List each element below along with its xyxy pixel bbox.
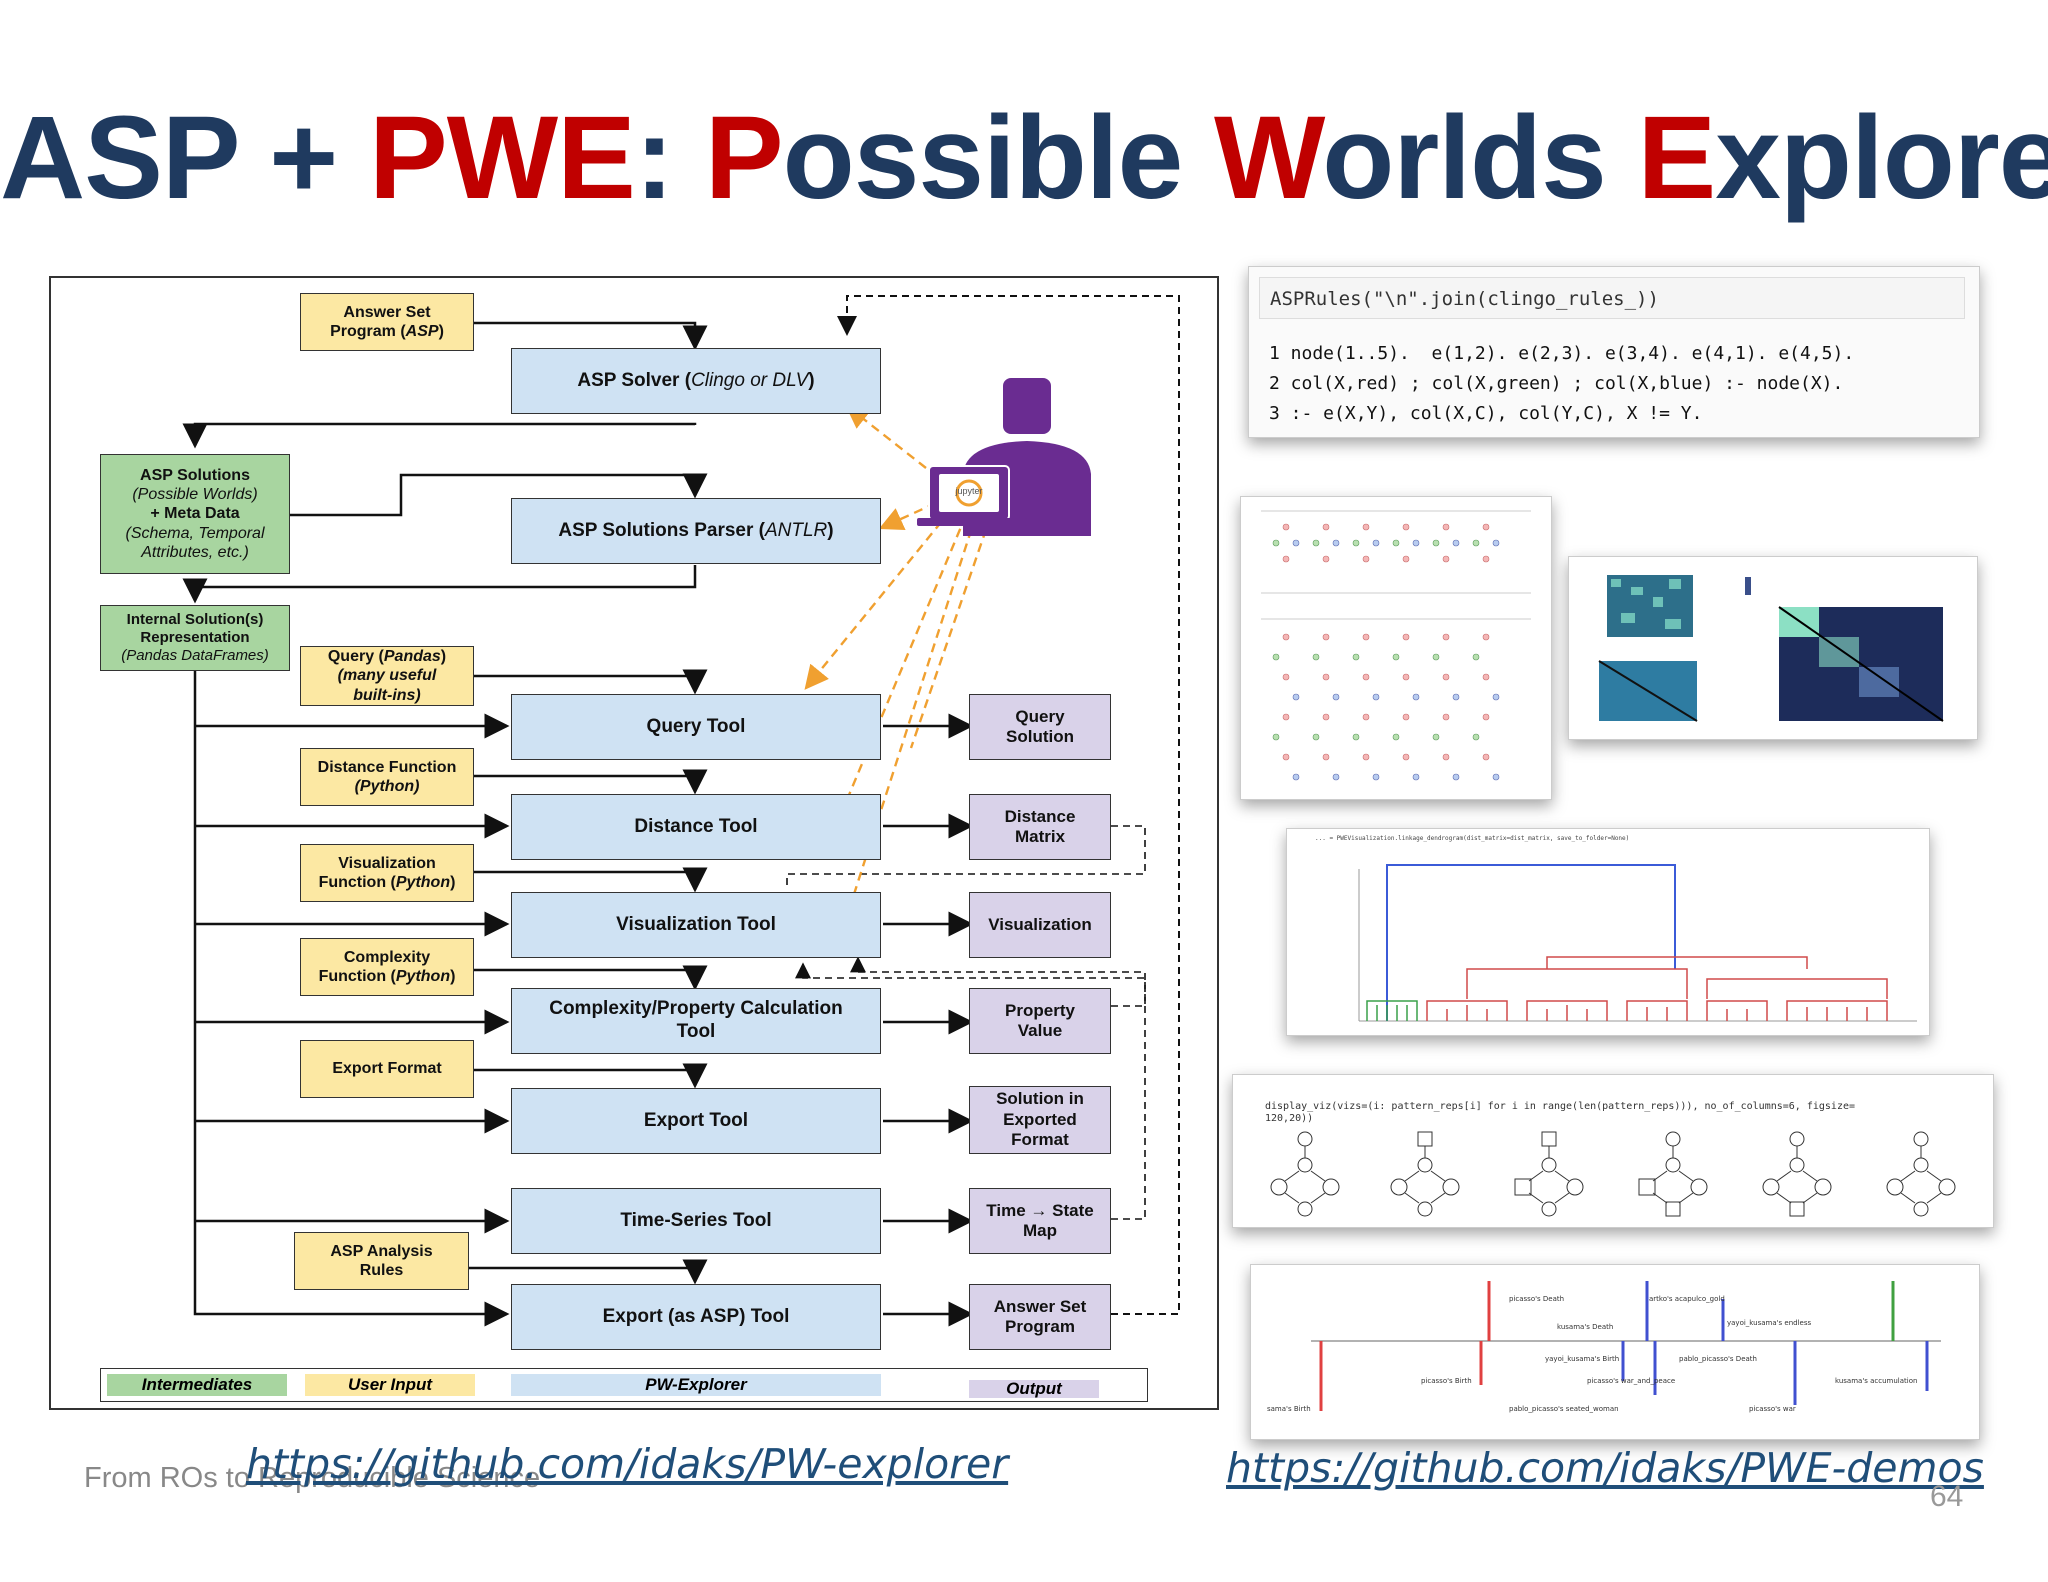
jupyter-logo: jupyter (955, 486, 983, 496)
code-cell-header: ASPRules("\n".join(clingo_rules_)) (1259, 277, 1965, 319)
tl-label-5: yayoi_kusama's Birth (1545, 1355, 1619, 1363)
asp-solutions-box: ASP Solutions(Possible Worlds)+ Meta Dat… (100, 454, 290, 574)
visualization-tool-box: Visualization Tool (511, 892, 881, 958)
asp-solver-box: ASP Solver (Clingo or DLV) (511, 348, 881, 414)
graph-grid-image (1261, 510, 1531, 781)
pwe-demos-link[interactable]: https://github.com/idaks/PWE-demos (1226, 1444, 1984, 1492)
tl-label-8: picasso's war_and_peace (1587, 1377, 1675, 1385)
tl-label-10: sama's Birth (1267, 1405, 1311, 1413)
dendrogram-image (1358, 864, 1917, 1022)
graph-code-line-2: 120,20)) (1265, 1113, 1314, 1124)
graph-patterns-screenshot: display_viz(vizs=(i: pattern_reps[i] for… (1232, 1074, 1994, 1228)
legend-intermediates: Intermediates (141, 1375, 253, 1394)
tl-label-6: pablo_picasso's Death (1679, 1355, 1757, 1363)
footer-text: From ROs to Reproducible Science (84, 1462, 541, 1494)
distance-function-box: Distance Function(Python) (300, 748, 474, 806)
diagram-connectors (182, 295, 1180, 1327)
legend-swatch-pw-explorer (511, 1374, 881, 1396)
asp-solutions-parser-box: ASP Solutions Parser (ANTLR) (511, 498, 881, 564)
slide-title: ASP + PWE: Possible Worlds Explorer (0, 92, 2048, 224)
dendrogram-code-text: ... = PWEVisualization.linkage_dendrogra… (1315, 835, 1630, 842)
tl-label-1: picasso's Death (1509, 1295, 1564, 1303)
legend-swatch-user-input (305, 1374, 475, 1396)
tl-label-3: kusama's Death (1557, 1323, 1613, 1331)
visualization-output-box: Visualization (969, 892, 1111, 958)
graph-patterns-image (1270, 1131, 1956, 1217)
distance-tool-box: Distance Tool (511, 794, 881, 860)
legend-pw-explorer: PW-Explorer (645, 1375, 747, 1394)
query-tool-box: Query Tool (511, 694, 881, 760)
tl-label-7: picasso's Birth (1421, 1377, 1472, 1385)
tl-label-2: artko's acapulco_gold (1649, 1295, 1725, 1303)
time-series-tool-box: Time-Series Tool (511, 1188, 881, 1254)
tl-label-12: picasso's war (1749, 1405, 1796, 1413)
user-icon (917, 378, 1091, 536)
code-line-3: 3 :- e(X,Y), col(X,C), col(Y,C), X != Y. (1269, 403, 1703, 424)
page-number: 64 (1930, 1480, 1964, 1513)
tl-label-4: yayoi_kusama's endless (1727, 1319, 1812, 1327)
code-cell-panel: ASPRules("\n".join(clingo_rules_)) 1 nod… (1248, 266, 1980, 438)
legend-swatch-output (969, 1380, 1099, 1398)
heatmap-screenshot (1568, 556, 1978, 740)
heatmap-image (1598, 575, 1944, 722)
legend-output: Output (1006, 1379, 1062, 1398)
tl-label-11: pablo_picasso's seated_woman (1509, 1405, 1619, 1413)
dendrogram-screenshot: ... = PWEVisualization.linkage_dendrogra… (1286, 828, 1930, 1036)
export-format-box: Export Format (300, 1040, 474, 1098)
code-line-1: 1 node(1..5). e(1,2). e(2,3). e(3,4). e(… (1269, 343, 1855, 364)
legend-swatch-intermediates (107, 1374, 287, 1396)
graph-code-line-1: display_viz(vizs=(i: pattern_reps[i] for… (1265, 1101, 1856, 1112)
code-line-2: 2 col(X,red) ; col(X,green) ; col(X,blue… (1269, 373, 1844, 394)
timeline-image: picasso's Death artko's acapulco_gold ku… (1267, 1281, 1941, 1413)
export-tool-box: Export Tool (511, 1088, 881, 1154)
graph-grid-screenshot (1240, 496, 1552, 800)
internal-representation-box: Internal Solution(s)Representation(Panda… (100, 605, 290, 671)
timeline-screenshot: picasso's Death artko's acapulco_gold ku… (1250, 1264, 1980, 1440)
pw-explorer-link[interactable]: https://github.com/idaks/PW-explorer (246, 1440, 1009, 1488)
tl-label-9: kusama's accumulation (1835, 1377, 1917, 1385)
legend (100, 1368, 1148, 1402)
export-asp-tool-box: Export (as ASP) Tool (511, 1284, 881, 1350)
legend-user-input: User Input (347, 1375, 433, 1394)
